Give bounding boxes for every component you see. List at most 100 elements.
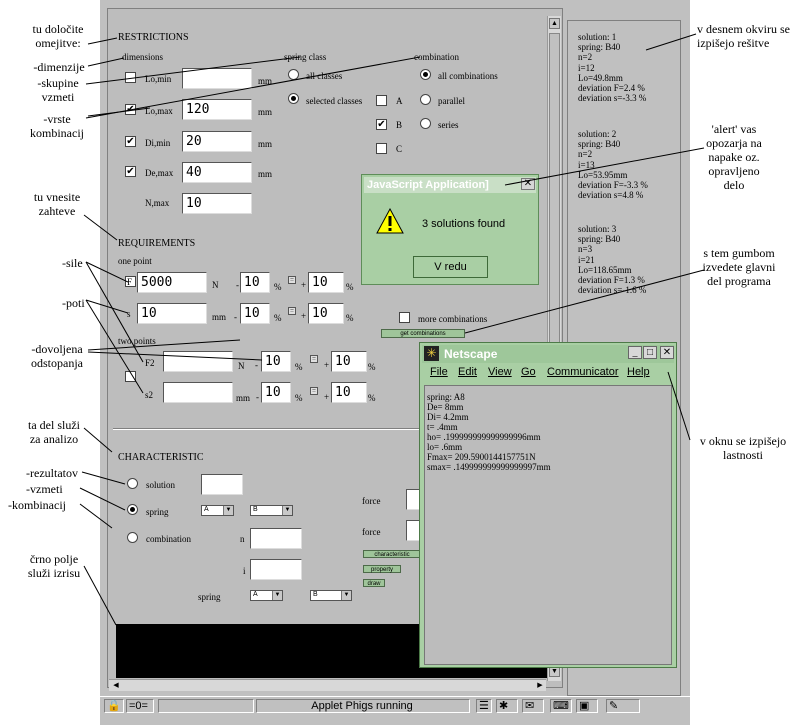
f2-pct-minus: %: [295, 362, 303, 372]
i-input[interactable]: [250, 559, 302, 580]
solution-line: i=12: [578, 62, 595, 73]
s2-tol-plus-input[interactable]: 10: [331, 382, 367, 403]
menu-communicator[interactable]: Communicator: [547, 366, 619, 378]
s-unit: mm: [212, 312, 227, 322]
s2-pct-minus: %: [295, 393, 303, 403]
s-tol-minus-input[interactable]: 10: [240, 303, 270, 324]
minimize-icon[interactable]: _: [628, 346, 642, 359]
force-label-2: force: [362, 527, 381, 537]
de-max-checkbox[interactable]: ✔: [125, 166, 136, 177]
class-c-checkbox[interactable]: [376, 143, 387, 154]
one-point-checkbox[interactable]: [125, 276, 136, 287]
spring-class-select[interactable]: A▼: [201, 505, 234, 516]
annotation-restrictions: tu določite omejitve:: [32, 22, 84, 50]
class-a-checkbox[interactable]: [376, 95, 387, 106]
menu-help[interactable]: Help: [627, 366, 650, 378]
class-a-label: A: [396, 96, 403, 106]
netscape-content: spring: A8 De= 8mm Di= 4.2mm t= .4mm ho=…: [424, 385, 672, 665]
f-plus-sign: +: [301, 280, 307, 290]
solution-line: deviation F=1.3 %: [578, 275, 645, 285]
f2-tol-plus-input[interactable]: 10: [331, 351, 367, 372]
scroll-up-arrow[interactable]: ▲: [549, 18, 560, 29]
status-text: Applet Phigs running: [256, 699, 470, 713]
f-unit: N: [212, 280, 219, 290]
di-min-checkbox[interactable]: ✔: [125, 136, 136, 147]
mail-icon[interactable]: ✉: [522, 699, 544, 713]
draw-button[interactable]: draw: [363, 579, 385, 587]
solution-line: solution: 2: [578, 129, 617, 139]
combination-radio[interactable]: [127, 532, 138, 543]
f2-unit: N: [238, 361, 245, 371]
combo-size-select[interactable]: B▼: [310, 590, 352, 601]
selected-classes-radio[interactable]: [288, 93, 299, 104]
lo-max-input[interactable]: 120: [182, 99, 252, 120]
solution-line: deviation s=-3.3 %: [578, 93, 647, 104]
two-points-checkbox[interactable]: [125, 371, 136, 382]
all-classes-radio[interactable]: [288, 69, 299, 80]
security-icon[interactable]: 🔒: [104, 699, 124, 713]
property-line: Fmax= 209.5900144157751N: [427, 452, 536, 462]
close-icon[interactable]: ✕: [660, 346, 674, 359]
solution-radio[interactable]: [127, 478, 138, 489]
f-tol-plus-input[interactable]: 10: [308, 272, 344, 293]
n-max-input[interactable]: 10: [182, 193, 252, 214]
solution-input[interactable]: [201, 474, 243, 495]
parallel-radio[interactable]: [420, 94, 431, 105]
chevron-down-icon: ▼: [341, 591, 351, 600]
component-bar-icon[interactable]: ☰: [476, 699, 492, 713]
property-line: lo= .6mm: [427, 442, 463, 452]
annotation-paths: -poti: [62, 296, 85, 310]
s-equal-button[interactable]: =: [288, 307, 296, 315]
s2-minus-sign: -: [256, 392, 259, 402]
edit-icon[interactable]: ✎: [606, 699, 640, 713]
more-combinations-checkbox[interactable]: [399, 312, 410, 323]
ok-button[interactable]: V redu: [413, 256, 488, 278]
spring-radio[interactable]: [127, 504, 138, 515]
composer-icon[interactable]: ▣: [576, 699, 598, 713]
solution-line: Lo=53.95mm: [578, 169, 628, 180]
lo-min-input[interactable]: [182, 68, 252, 89]
s2-pct-plus: %: [368, 393, 376, 403]
di-min-input[interactable]: 20: [182, 131, 252, 152]
s2-tol-minus-input[interactable]: 10: [261, 382, 291, 403]
annotation-forces: -sile: [62, 256, 83, 270]
f2-equal-button[interactable]: =: [310, 355, 318, 363]
spring-size-select[interactable]: B▼: [250, 505, 293, 516]
de-max-input[interactable]: 40: [182, 162, 252, 183]
annotation-black-field: črno polje služi izrisu: [27, 552, 81, 580]
netscape-window: Netscape ✳ _ □ ✕ File Edit View Go Commu…: [419, 342, 677, 668]
menu-view[interactable]: View: [488, 366, 512, 378]
series-label: series: [438, 120, 459, 130]
warning-icon: [376, 208, 404, 234]
scroll-left-arrow[interactable]: ◀: [113, 681, 119, 689]
s-input[interactable]: 10: [137, 303, 207, 324]
combo-class-select[interactable]: A▼: [250, 590, 283, 601]
menu-file[interactable]: File: [430, 366, 448, 378]
chevron-down-icon: ▼: [282, 506, 292, 515]
n-input[interactable]: [250, 528, 302, 549]
property-line: ho= .199999999999999996mm: [427, 432, 541, 442]
class-b-checkbox[interactable]: ✔: [376, 119, 387, 130]
s2-equal-button[interactable]: =: [310, 387, 318, 395]
s-tol-plus-input[interactable]: 10: [308, 303, 344, 324]
discussion-icon[interactable]: ⌨: [550, 699, 572, 713]
property-button[interactable]: property: [363, 565, 401, 573]
menu-go[interactable]: Go: [521, 366, 536, 378]
all-combinations-radio[interactable]: [420, 69, 431, 80]
menu-edit[interactable]: Edit: [458, 366, 477, 378]
maximize-icon[interactable]: □: [643, 346, 657, 359]
navigator-icon[interactable]: ✱: [496, 699, 518, 713]
f2-tol-minus-input[interactable]: 10: [261, 351, 291, 372]
spring-class-label: spring class: [284, 52, 327, 62]
annotation-springs: -vzmeti: [26, 482, 63, 496]
series-radio[interactable]: [420, 118, 431, 129]
get-combinations-button[interactable]: get combinations: [381, 329, 465, 338]
annotation-right-frame: v desnem okviru se izpišejo rešitve: [697, 22, 790, 50]
f-equal-button[interactable]: =: [288, 276, 296, 284]
s2-input[interactable]: [163, 382, 233, 403]
f-input[interactable]: 5000: [137, 272, 207, 293]
f-tol-minus-input[interactable]: 10: [240, 272, 270, 293]
scroll-right-arrow[interactable]: ▶: [537, 681, 543, 689]
horizontal-scrollbar[interactable]: ◀ ▶: [109, 679, 546, 691]
f2-minus-sign: -: [255, 360, 258, 370]
